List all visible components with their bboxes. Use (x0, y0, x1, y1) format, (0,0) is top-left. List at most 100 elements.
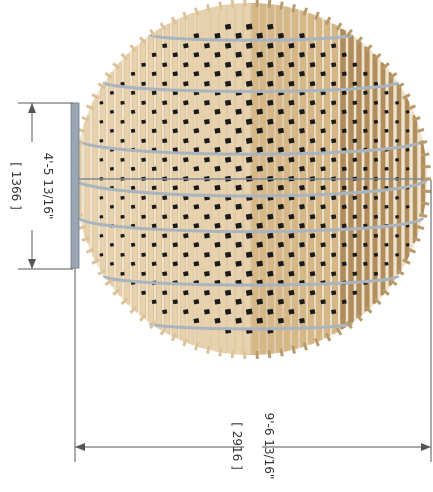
slot (288, 137, 295, 144)
slot (288, 156, 295, 163)
slot (288, 289, 295, 296)
slot (172, 261, 178, 267)
slot (141, 271, 146, 277)
slot (183, 252, 189, 258)
rim-tooth (279, 348, 284, 357)
slot (162, 214, 168, 220)
slot (373, 81, 379, 86)
rim-tooth (355, 36, 364, 45)
width-metric-label: [ 2916 ] (230, 422, 244, 470)
slot (245, 251, 253, 258)
height-arrow-top (28, 103, 36, 113)
slot (183, 43, 189, 49)
slot (224, 232, 232, 239)
rim-tooth (149, 320, 157, 330)
slot (235, 241, 242, 248)
slot (109, 204, 114, 209)
rim-tooth (205, 345, 211, 355)
rim-tooth (396, 82, 405, 90)
slot (172, 109, 178, 115)
slot (299, 261, 305, 267)
slot (288, 61, 295, 68)
slot (320, 261, 326, 267)
slot (172, 166, 178, 172)
slot (203, 99, 210, 106)
slot (235, 298, 242, 305)
slot (363, 204, 368, 209)
slot (245, 118, 253, 125)
slot (256, 317, 264, 324)
rim-tooth (193, 342, 200, 351)
rim-tooth (104, 278, 113, 287)
slot (309, 119, 316, 125)
slot (373, 100, 379, 105)
slot (341, 242, 347, 248)
slot (99, 196, 104, 200)
slot (277, 184, 285, 191)
slot (363, 109, 368, 114)
slot (99, 101, 104, 105)
slot (256, 184, 264, 191)
slot (341, 261, 347, 267)
slot (172, 223, 178, 229)
slot (352, 290, 358, 296)
slot (341, 299, 347, 305)
slot (214, 317, 221, 324)
slot (267, 23, 274, 30)
slot (162, 81, 168, 87)
slot (309, 214, 316, 220)
slot (162, 271, 168, 277)
slot (288, 118, 295, 125)
rim-tooth (170, 332, 177, 342)
slot (235, 260, 242, 267)
slot (214, 146, 221, 153)
slot (235, 146, 242, 153)
slot (172, 71, 178, 77)
slot (320, 204, 326, 210)
slot (405, 129, 410, 133)
slot (373, 157, 379, 162)
rim-tooth (389, 278, 398, 287)
slot (256, 146, 264, 153)
slot (224, 308, 232, 315)
slot (141, 157, 146, 163)
slot (193, 128, 200, 134)
rim-tooth (159, 22, 167, 31)
slot (405, 243, 410, 247)
slot (245, 213, 253, 220)
slot (320, 166, 326, 172)
slot (363, 185, 368, 190)
slot (299, 71, 305, 77)
slot (245, 99, 253, 106)
slot (172, 185, 178, 191)
rim-tooth (205, 3, 211, 13)
rim-tooth (97, 268, 106, 276)
slot (299, 147, 305, 153)
slot (331, 290, 337, 296)
slot (341, 223, 347, 229)
slot (309, 252, 316, 258)
rim-tooth (402, 258, 411, 265)
slot (299, 242, 305, 248)
rim-tooth (138, 36, 147, 45)
slot (130, 128, 136, 133)
rim-tooth (218, 1, 223, 10)
slot (331, 309, 337, 315)
slot (363, 71, 368, 76)
slot (384, 109, 389, 114)
slot (277, 165, 285, 172)
mounting-bracket (70, 102, 80, 269)
slot (373, 138, 379, 143)
slot (299, 223, 305, 229)
slot (331, 119, 337, 125)
height-imperial-label: 4'-5 13/16" (41, 153, 55, 220)
rib-arc (77, 217, 425, 234)
slot (130, 204, 136, 209)
slot (151, 242, 157, 248)
rim-tooth (81, 116, 90, 122)
slot (162, 157, 168, 163)
slot (299, 52, 305, 58)
slot (130, 90, 136, 95)
slot (193, 261, 200, 267)
slot (277, 146, 285, 153)
